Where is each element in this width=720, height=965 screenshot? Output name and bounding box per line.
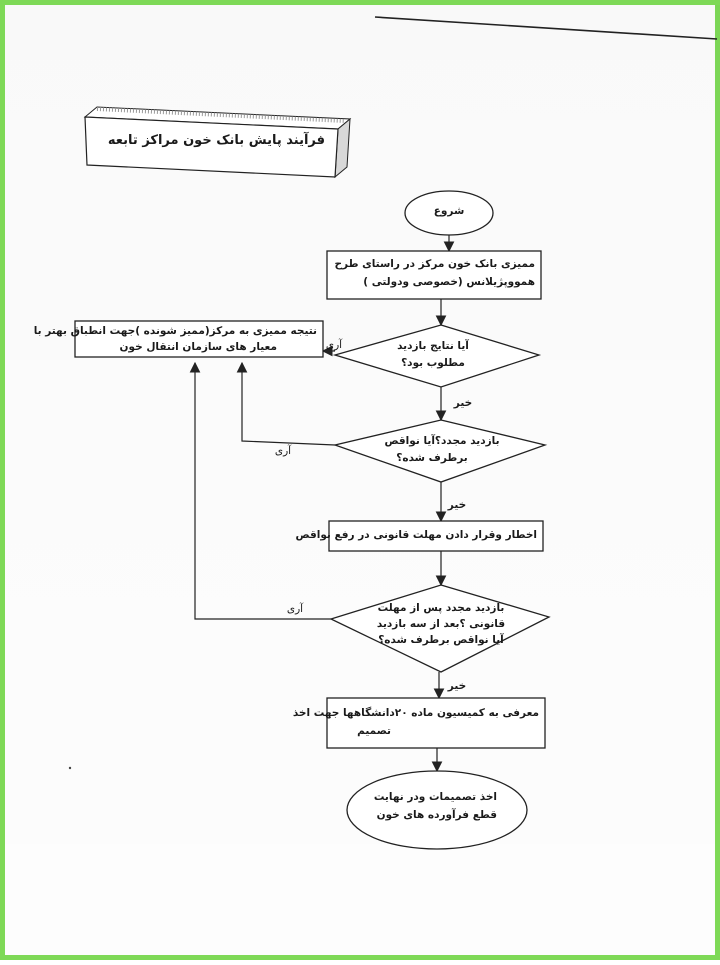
decision3-line2: قانونی ؟بعد از سه بازدید (376, 618, 506, 630)
decision3-diamond (329, 584, 551, 673)
no-label-3: خیر (447, 680, 467, 692)
step2-label: اخطار وقرار دادن مهلت قانونی در رفع نواق… (295, 529, 537, 541)
flowchart-canvas (68, 16, 718, 850)
no-label-1: خیر (453, 397, 473, 409)
yes-label-1: آری (325, 339, 343, 351)
result-box (74, 320, 324, 358)
step1-line1: ممیزی بانک خون مرکز در راستای طرح (334, 258, 535, 270)
end-terminal (346, 770, 528, 850)
decision3-line1: بازدید مجدد پس از مهلت (377, 602, 505, 614)
yes-label-3: آری (286, 603, 304, 615)
end-line1: اخذ تصمیمات ودر نهایت (373, 791, 497, 803)
result-line1: نتیجه ممیزی به مرکز(ممیز شونده )جهت انطب… (33, 325, 317, 337)
arrow-dec2-yes (236, 361, 336, 446)
step3-line2: تصمیم (357, 725, 391, 737)
decision1-line1: آیا نتایج بازدید (397, 340, 469, 352)
result-line2: معیار های سازمان انتقال خون (119, 341, 277, 353)
scan-edge-line (374, 16, 718, 40)
scan-speck (68, 766, 72, 770)
no-label-2: خیر (447, 499, 467, 511)
decision3-line3: آیا نواقص برطرف شده؟ (378, 634, 504, 646)
step1-box (326, 250, 542, 300)
page-title: فرآیند پایش بانک خون مراکز تابعه (107, 133, 325, 148)
decision2-line2: برطرف شده؟ (396, 452, 468, 464)
step3-box (326, 697, 546, 749)
decision1-line2: مطلوب بود؟ (401, 357, 465, 369)
start-label: شروع (433, 205, 465, 217)
decision2-line1: بازدید مجدد؟آیا نواقص (384, 435, 500, 447)
step2-box (328, 520, 544, 552)
end-line2: قطع فرآورده های خون (376, 809, 497, 821)
yes-label-2: آری (274, 445, 292, 457)
step3-line1: معرفی به کمیسیون ماده ۲۰دانشگاهها جهت اخ… (292, 707, 539, 719)
arrow-dec3-yes (189, 361, 331, 620)
title-box (83, 106, 352, 179)
step1-line2: همووپژیلانس (خصوصی ودولتی ) (363, 276, 535, 288)
